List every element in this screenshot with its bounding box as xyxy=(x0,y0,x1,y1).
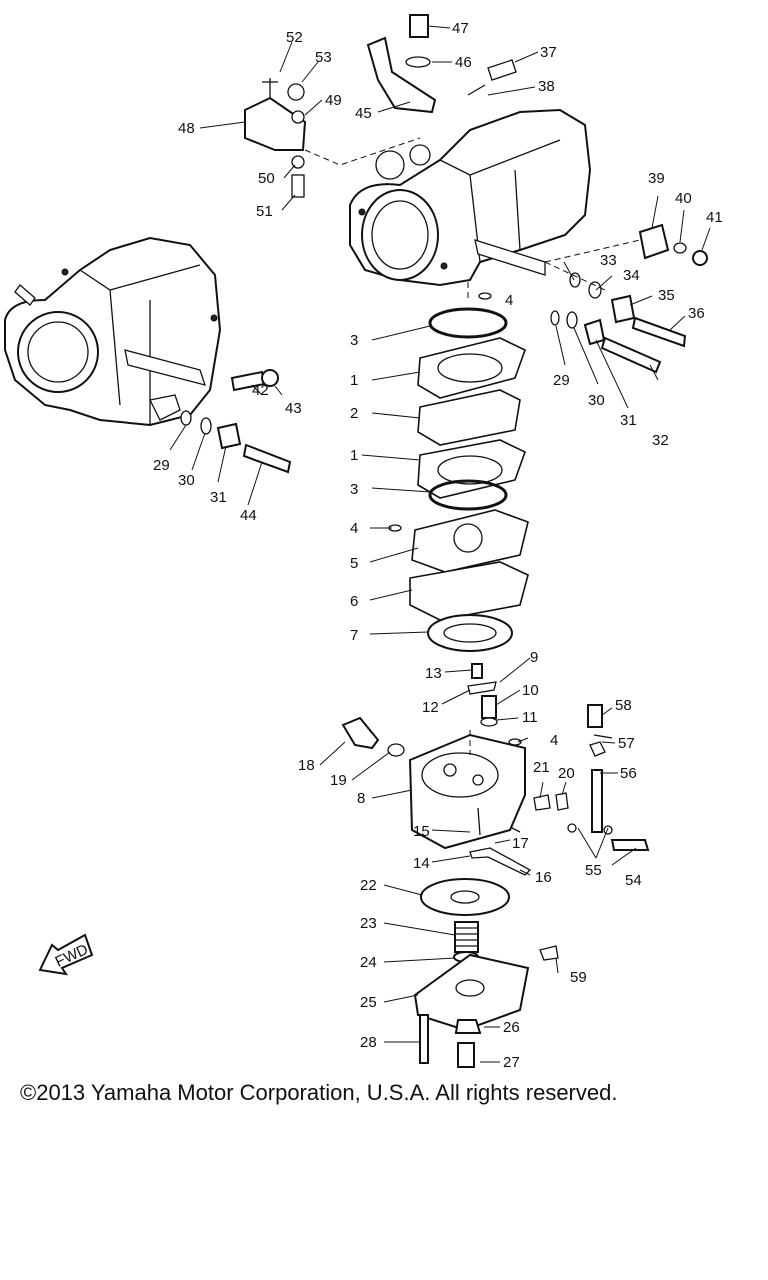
callout-12: 12 xyxy=(422,699,439,716)
callout-24: 24 xyxy=(360,954,377,971)
callout-38: 38 xyxy=(538,78,555,95)
callout-30: 30 xyxy=(588,392,605,409)
fuel-fitting xyxy=(366,14,517,114)
callout-50: 50 xyxy=(258,170,275,187)
callout-57: 57 xyxy=(618,735,635,752)
callout-47: 47 xyxy=(452,20,469,37)
callout-26: 26 xyxy=(503,1019,520,1036)
callout-22: 22 xyxy=(360,877,377,894)
callout-59: 59 xyxy=(570,969,587,986)
callout-9: 9 xyxy=(530,649,538,666)
callout-3: 3 xyxy=(350,332,358,349)
callout-8: 8 xyxy=(357,790,365,807)
gasket-stack xyxy=(388,292,529,746)
callout-21: 21 xyxy=(533,759,550,776)
callout-49: 49 xyxy=(325,92,342,109)
callout-32: 32 xyxy=(652,432,669,449)
pump-body xyxy=(341,716,526,850)
callout-35: 35 xyxy=(658,287,675,304)
callout-28: 28 xyxy=(360,1034,377,1051)
callout-34: 34 xyxy=(623,267,640,284)
carburetor-body-secondary xyxy=(4,236,222,427)
fwd-arrow: FWD xyxy=(38,933,94,976)
callout-51: 51 xyxy=(256,203,273,220)
callout-1: 1 xyxy=(350,447,358,464)
callout-45: 45 xyxy=(355,105,372,122)
callout-53: 53 xyxy=(315,49,332,66)
callout-58: 58 xyxy=(615,697,632,714)
callout-25: 25 xyxy=(360,994,377,1011)
callout-7: 7 xyxy=(350,627,358,644)
callout-3: 3 xyxy=(350,481,358,498)
callout-numbers: 1 1 2 3 3 4 4 4 5 6 7 8 9 10 11 12 13 14… xyxy=(153,20,723,1071)
callout-4: 4 xyxy=(505,292,513,309)
callout-31: 31 xyxy=(620,412,637,429)
callout-16: 16 xyxy=(535,869,552,886)
idle-screw-assembly-right xyxy=(544,223,708,374)
callout-29: 29 xyxy=(153,457,170,474)
callout-4: 4 xyxy=(350,520,358,537)
callout-23: 23 xyxy=(360,915,377,932)
callout-5: 5 xyxy=(350,555,358,572)
carburetor-body-main xyxy=(349,108,592,300)
callout-17: 17 xyxy=(512,835,529,852)
callout-30: 30 xyxy=(178,472,195,489)
callout-41: 41 xyxy=(706,209,723,226)
callout-48: 48 xyxy=(178,120,195,137)
callout-11: 11 xyxy=(522,709,538,726)
callout-36: 36 xyxy=(688,305,705,322)
callout-33: 33 xyxy=(600,252,617,269)
callout-13: 13 xyxy=(425,665,442,682)
callout-10: 10 xyxy=(522,682,539,699)
callout-18: 18 xyxy=(298,757,315,774)
copyright-notice: ©2013 Yamaha Motor Corporation, U.S.A. A… xyxy=(20,1080,618,1105)
callout-2: 2 xyxy=(350,405,358,422)
callout-52: 52 xyxy=(286,29,303,46)
callout-44: 44 xyxy=(240,507,257,524)
callout-27: 27 xyxy=(503,1054,520,1071)
callout-19: 19 xyxy=(330,772,347,789)
callout-31: 31 xyxy=(210,489,227,506)
idle-screw-assembly-left xyxy=(180,369,292,474)
leader-lines xyxy=(169,25,711,1063)
callout-54: 54 xyxy=(625,872,642,889)
callout-42: 42 xyxy=(252,382,269,399)
callout-56: 56 xyxy=(620,765,637,782)
lower-parts xyxy=(413,807,559,1068)
callout-55: 55 xyxy=(585,862,602,879)
choke-shaft xyxy=(533,704,650,851)
callout-37: 37 xyxy=(540,44,557,61)
callout-4: 4 xyxy=(550,732,558,749)
callout-14: 14 xyxy=(413,855,430,872)
callout-40: 40 xyxy=(675,190,692,207)
callout-20: 20 xyxy=(558,765,575,782)
needle-valve-parts xyxy=(467,663,498,727)
callout-15: 15 xyxy=(413,823,430,840)
carburetor-exploded-diagram: FWD 1 1 2 3 3 4 4 4 5 6 7 8 9 10 11 12 1… xyxy=(4,14,723,1071)
callout-1: 1 xyxy=(350,372,358,389)
callout-6: 6 xyxy=(350,593,358,610)
callout-43: 43 xyxy=(285,400,302,417)
callout-29: 29 xyxy=(553,372,570,389)
callout-39: 39 xyxy=(648,170,665,187)
callout-46: 46 xyxy=(455,54,472,71)
